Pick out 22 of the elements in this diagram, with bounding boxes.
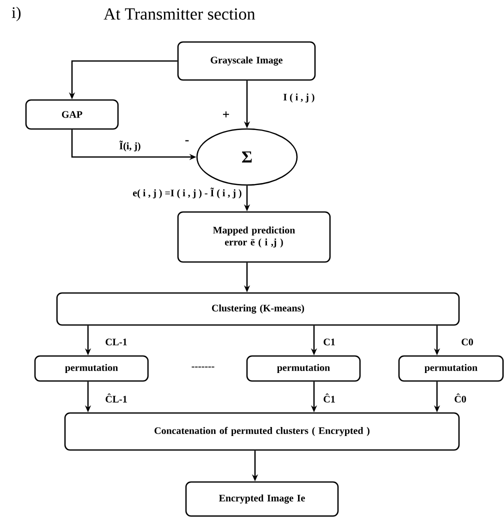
process-box: Clustering (K-means) <box>56 292 460 326</box>
edge-label: I ( i , j ) <box>282 92 316 104</box>
process-box: GAP <box>25 99 119 130</box>
process-box: Mapped prediction error ē ( i ,j ) <box>177 211 331 263</box>
process-box: permutation <box>398 355 504 382</box>
process-box: Concatenation of permuted clusters ( Encrypted ) <box>64 412 460 451</box>
edge-label: C1 <box>322 338 336 346</box>
title: At Transmitter section <box>104 8 256 20</box>
process-box: permutation <box>34 355 149 382</box>
label: + <box>223 111 230 118</box>
label: ------- <box>192 366 214 368</box>
edge-label: ĈL-1 <box>104 392 128 404</box>
process-box: Grayscale Image <box>177 41 316 81</box>
edge-label: CL-1 <box>104 338 128 346</box>
edge-label: Ĩ(i, j) <box>118 140 142 152</box>
edge-label: e( i , j ) =I ( i , j ) - Ĩ ( i , j ) <box>132 186 243 200</box>
label: i) <box>12 6 21 22</box>
edge-label: Ĉ1 <box>322 392 336 404</box>
edge-label: Ĉ0 <box>453 392 468 404</box>
process-box: permutation <box>246 355 361 382</box>
edge-label: C0 <box>460 338 474 346</box>
process-box: Encrypted Image Ie <box>185 481 339 517</box>
